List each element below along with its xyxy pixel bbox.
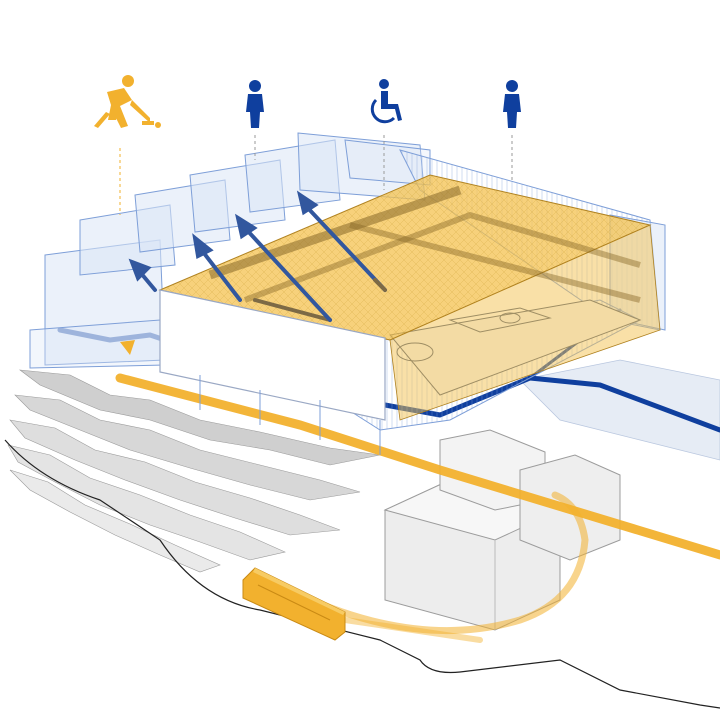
spectator-icon (246, 80, 264, 128)
bus (242, 567, 346, 641)
terrain-contours (7, 369, 381, 573)
hockey-player-icon (94, 75, 161, 128)
access-road (115, 373, 720, 643)
supports (199, 375, 381, 455)
wheelchair-user-icon (370, 79, 402, 124)
plaza (519, 359, 720, 461)
leader-lines (119, 135, 513, 215)
spectator-icon (503, 80, 521, 128)
sightline-arrows (128, 190, 387, 322)
front-wall (159, 289, 386, 421)
ground-outline (4, 439, 720, 709)
ground-ramp (120, 340, 135, 355)
stand-roof (158, 174, 661, 421)
